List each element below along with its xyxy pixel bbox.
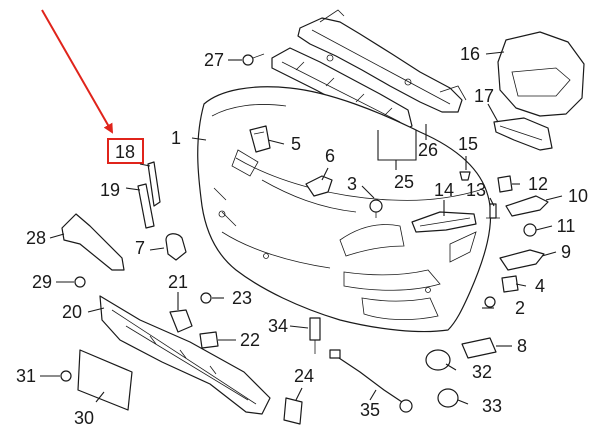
- callout-4[interactable]: 4: [535, 276, 545, 296]
- callout-8[interactable]: 8: [517, 336, 527, 356]
- part-cap-32: [425, 349, 451, 371]
- leader-lines: [40, 51, 563, 405]
- part-clip-12: [497, 175, 513, 193]
- callout-2[interactable]: 2: [515, 298, 525, 318]
- callout-34[interactable]: 34: [268, 316, 288, 336]
- callout-22[interactable]: 22: [240, 330, 260, 350]
- part-bracket-6: [305, 175, 333, 197]
- callout-3[interactable]: 3: [347, 174, 357, 194]
- part-screw-15: [459, 171, 471, 181]
- callout-21[interactable]: 21: [168, 272, 188, 292]
- callout-labels: 1 2 3 4 5 6 7 8 9 10 11 12 13 14 15 16 1…: [16, 44, 588, 428]
- part-sensor-bracket-7: [165, 233, 187, 261]
- callout-23[interactable]: 23: [232, 288, 252, 308]
- part-bracket-22: [199, 331, 219, 349]
- callout-20[interactable]: 20: [62, 302, 82, 322]
- part-bracket-8: [461, 337, 497, 359]
- callout-29[interactable]: 29: [32, 272, 52, 292]
- callout-10[interactable]: 10: [568, 186, 588, 206]
- part-screw-31: [60, 370, 72, 382]
- callout-32[interactable]: 32: [472, 362, 492, 382]
- highlight-arrow: [41, 9, 113, 134]
- part-bracket-9: [499, 249, 545, 271]
- part-bracket-14: [411, 211, 477, 233]
- callout-6[interactable]: 6: [325, 146, 335, 166]
- callout-30[interactable]: 30: [74, 408, 94, 428]
- part-harness-35: [329, 349, 413, 413]
- callout-15[interactable]: 15: [458, 134, 478, 154]
- callout-33[interactable]: 33: [482, 396, 502, 416]
- callout-19[interactable]: 19: [100, 180, 120, 200]
- part-screw-2: [484, 296, 496, 308]
- part-bracket-28: [61, 213, 125, 271]
- part-housing-16: [497, 31, 585, 117]
- callout-14[interactable]: 14: [434, 180, 454, 200]
- part-bolt-27: [242, 53, 265, 66]
- part-bracket-10: [505, 195, 549, 217]
- part-bracket-24: [283, 397, 303, 425]
- part-bracket-21: [169, 309, 193, 333]
- part-screw-29: [74, 276, 86, 288]
- part-screw-23: [200, 292, 212, 304]
- callout-28[interactable]: 28: [26, 228, 46, 248]
- part-cap-33: [437, 388, 459, 408]
- callout-11[interactable]: 11: [557, 216, 576, 236]
- part-screw-3: [369, 199, 383, 218]
- callout-16[interactable]: 16: [460, 44, 480, 64]
- callout-26[interactable]: 26: [418, 140, 438, 160]
- part-screw-11: [523, 223, 537, 237]
- part-clip-5: [249, 125, 271, 153]
- callout-7[interactable]: 7: [135, 238, 145, 258]
- callout-25[interactable]: 25: [394, 172, 414, 192]
- callout-1[interactable]: 1: [171, 128, 181, 148]
- callout-5[interactable]: 5: [291, 134, 301, 154]
- part-sensor-34: [309, 317, 321, 354]
- part-grille-20: [99, 295, 271, 415]
- part-bumper-cover: [197, 86, 492, 333]
- part-license-plate-30: [77, 349, 133, 411]
- callout-35[interactable]: 35: [360, 400, 380, 420]
- callout-13[interactable]: 13: [466, 180, 486, 200]
- part-strip-19: [137, 183, 155, 229]
- part-reinforcement-bar: [297, 9, 467, 113]
- callout-12[interactable]: 12: [528, 174, 548, 194]
- part-bracket-4: [501, 275, 519, 293]
- callout-27[interactable]: 27: [204, 50, 224, 70]
- callout-17[interactable]: 17: [474, 86, 494, 106]
- callout-18[interactable]: 18: [115, 142, 135, 162]
- callout-31[interactable]: 31: [16, 366, 36, 386]
- part-strip-18: [147, 161, 161, 207]
- part-energy-absorber: [271, 47, 413, 133]
- highlight-box: [107, 138, 144, 164]
- callout-24[interactable]: 24: [294, 366, 314, 386]
- callout-9[interactable]: 9: [561, 242, 571, 262]
- part-side-marker-17: [493, 117, 553, 151]
